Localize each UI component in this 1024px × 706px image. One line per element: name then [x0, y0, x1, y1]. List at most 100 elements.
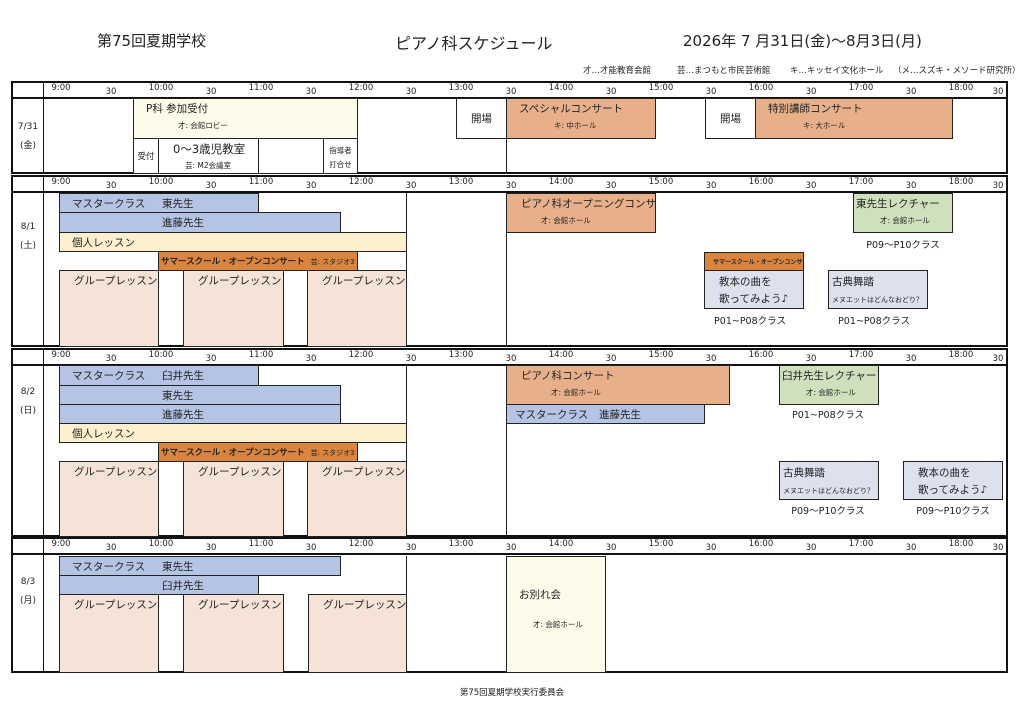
- event-open: 開場: [456, 98, 507, 139]
- time-label: 30: [405, 543, 417, 553]
- event-group-lesson: グループレッスン: [59, 461, 159, 537]
- time-label: 30: [505, 543, 517, 553]
- time-label: 17:00: [848, 350, 874, 360]
- event-special-concert: スペシャルコンサート キ: 中ホール: [506, 98, 656, 139]
- date-cell: 8/2(日): [13, 365, 44, 535]
- time-label: 9:00: [51, 177, 71, 187]
- time-label: 30: [505, 181, 517, 191]
- time-label: 30: [205, 354, 217, 364]
- time-label: 16:00: [748, 83, 774, 93]
- time-label: 30: [992, 543, 1004, 553]
- time-label: 30: [505, 354, 517, 364]
- time-label: 30: [905, 354, 917, 364]
- date-cell: 8/1(土): [13, 192, 44, 345]
- event-reception: P科 参加受付 才: 会館ロビー: [133, 98, 358, 139]
- time-label: 18:00: [948, 539, 974, 549]
- event-group-lesson: グループレッスン: [307, 270, 407, 347]
- event-masterclass: マスタークラス進藤先生: [506, 404, 705, 424]
- time-label: 11:00: [248, 177, 274, 187]
- footer: 第75回夏期学校実行委員会: [459, 688, 565, 698]
- event-infant-class: 0〜3歳児教室 芸: M2会議室: [158, 138, 259, 174]
- time-label: 11:00: [248, 83, 274, 93]
- time-label: 30: [305, 181, 317, 191]
- time-label: 13:00: [448, 177, 474, 187]
- event-group-lesson: グループレッスン: [59, 594, 159, 673]
- time-label: 12:00: [348, 539, 374, 549]
- page-title: ピアノ科スケジュール: [395, 34, 553, 53]
- event-summer-concert: サマースクール・オープンコンサート芸: スタジオ3: [158, 442, 358, 462]
- event-group-lesson: グループレッスン: [59, 270, 159, 347]
- event-masterclass: 東先生: [59, 385, 341, 405]
- time-label: 30: [205, 543, 217, 553]
- time-label: 30: [405, 181, 417, 191]
- time-label: 30: [305, 354, 317, 364]
- event-sing: 教本の曲を歌ってみよう♪: [903, 461, 1003, 500]
- event-empty: [258, 138, 324, 174]
- event-masterclass: マスタークラス臼井先生: [59, 365, 259, 386]
- time-label: 30: [305, 543, 317, 553]
- time-label: 30: [905, 181, 917, 191]
- event-place: 芸: スタジオ3: [310, 449, 355, 457]
- event-private-lesson: 個人レッスン: [59, 232, 407, 252]
- day-row: 8/2(日): [11, 365, 1008, 537]
- time-label: 13:00: [448, 350, 474, 360]
- class-label: P09〜P10クラス: [916, 506, 990, 517]
- time-label: 12:00: [348, 83, 374, 93]
- event-open: 開場: [705, 98, 756, 139]
- event-place: 芸: スタジオ3: [310, 258, 355, 266]
- time-label: 30: [992, 354, 1004, 364]
- time-label: 30: [205, 87, 217, 97]
- event-group-lesson: グループレッスン: [183, 270, 284, 347]
- time-label: 10:00: [148, 539, 174, 549]
- time-label: 30: [705, 543, 717, 553]
- class-label: P09〜P10クラス: [791, 506, 865, 517]
- event-dance: 古典舞踏メヌエットはどんなおどり？: [828, 270, 928, 309]
- time-label: 30: [805, 354, 817, 364]
- date-range: 2026年 7 月31日(金)〜8月3日(月): [683, 32, 922, 50]
- event-opening-concert: ピアノ科オープニングコンサート才: 会館ホール: [506, 193, 656, 233]
- time-label: 30: [805, 87, 817, 97]
- event-group-lesson: グループレッスン: [307, 461, 407, 537]
- time-label: 10:00: [148, 350, 174, 360]
- date-cell: 8/3(月): [13, 555, 44, 671]
- time-label: 11:00: [248, 350, 274, 360]
- event-summer-concert: サマースクール・オープンコンサート: [704, 252, 804, 271]
- event-masterclass: マスタークラス東先生: [59, 556, 341, 576]
- day-row: 7/31(金): [11, 98, 1008, 174]
- time-label: 18:00: [948, 350, 974, 360]
- time-label: 30: [205, 181, 217, 191]
- legend-item: キ…キッセイ文化ホール: [790, 66, 884, 76]
- time-label: 11:00: [248, 539, 274, 549]
- time-label: 17:00: [848, 177, 874, 187]
- time-label: 15:00: [648, 539, 674, 549]
- time-label: 12:00: [348, 177, 374, 187]
- day-row: 8/1(土): [11, 192, 1008, 347]
- time-label: 30: [105, 181, 117, 191]
- time-label: 18:00: [948, 83, 974, 93]
- time-label: 9:00: [51, 83, 71, 93]
- time-label: 30: [705, 354, 717, 364]
- time-label: 30: [105, 543, 117, 553]
- time-label: 18:00: [948, 177, 974, 187]
- event-farewell: お別れ会才: 会館ホール: [506, 556, 606, 673]
- time-label: 30: [905, 543, 917, 553]
- event-title: サマースクール・オープンコンサート: [161, 257, 305, 267]
- time-label: 16:00: [748, 350, 774, 360]
- time-label: 15:00: [648, 177, 674, 187]
- time-label: 30: [705, 87, 717, 97]
- event-lecture: 臼井先生レクチャー才: 会館ホール: [779, 365, 879, 405]
- time-label: 30: [805, 181, 817, 191]
- event-masterclass: 臼井先生: [59, 575, 259, 595]
- event-masterclass: マスタークラス東先生: [59, 193, 259, 213]
- event-teachers-meeting: 指導者打合せ: [323, 138, 358, 174]
- event-masterclass: 進藤先生: [59, 212, 341, 233]
- time-label: 30: [305, 87, 317, 97]
- time-label: 13:00: [448, 83, 474, 93]
- time-label: 10:00: [148, 177, 174, 187]
- time-label: 30: [605, 543, 617, 553]
- event-group-lesson: グループレッスン: [183, 594, 284, 673]
- class-label: P01~P08クラス: [714, 316, 786, 327]
